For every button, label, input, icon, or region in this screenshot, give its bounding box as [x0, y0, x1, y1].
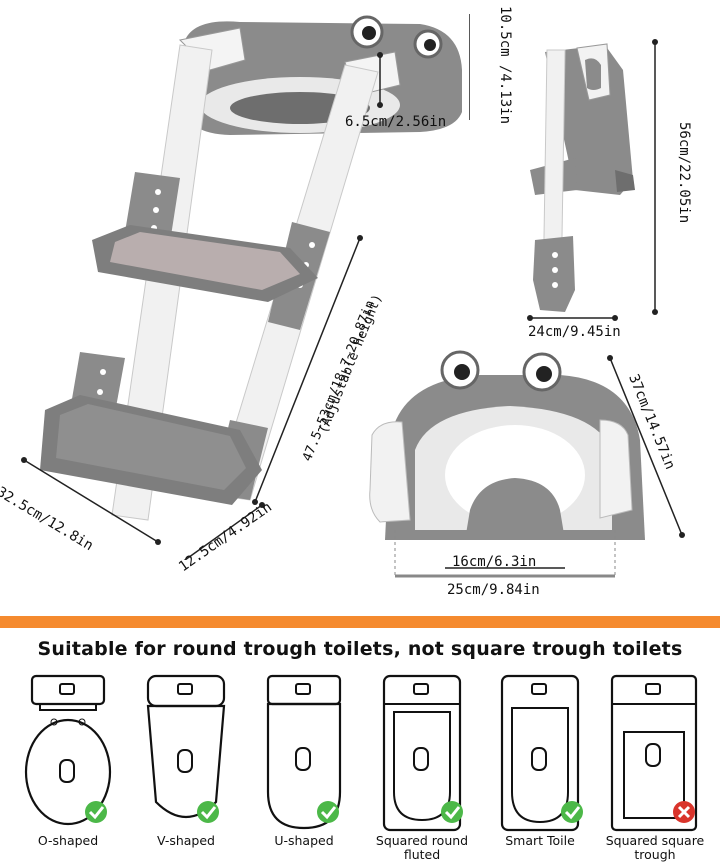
check-icon [85, 801, 107, 823]
main-ladder-illustration [21, 14, 470, 560]
toilet-squared-round-fluted-icon [382, 674, 463, 832]
side-depth-label: 24cm/9.45in [528, 324, 621, 340]
section-divider [0, 616, 720, 628]
toilet-o-shaped-icon [24, 674, 112, 826]
toilet-label-v-shaped: V-shaped [157, 833, 215, 848]
check-icon [317, 801, 339, 823]
compatibility-headline: Suitable for round trough toilets, not s… [37, 638, 683, 660]
check-icon [561, 801, 583, 823]
side-height-label: 56cm/22.05in [676, 122, 692, 224]
toilet-label-squared-square-trough: Squared square trough [605, 833, 705, 862]
toilet-squared-square-trough-icon [610, 674, 698, 832]
toilet-label-squared-round-fluted: Squared round fluted [375, 833, 469, 862]
seat-outer-label: 25cm/9.84in [447, 582, 540, 598]
side-view-illustration [527, 39, 658, 321]
check-icon [441, 801, 463, 823]
toilet-u-shaped-icon [266, 674, 342, 830]
lid-height-label: 10.5cm /4.13in [497, 6, 513, 125]
seat-gap-label: 6.5cm/2.56in [345, 114, 447, 130]
toilet-smart-icon [500, 674, 583, 832]
toilet-label-smart: Smart Toile [505, 833, 575, 848]
toilet-label-o-shaped: O-shaped [37, 833, 99, 848]
toilet-v-shaped-icon [146, 674, 226, 823]
toilet-label-u-shaped: U-shaped [274, 833, 334, 848]
seat-top-view-illustration [369, 350, 685, 578]
seat-inner-label: 16cm/6.3in [452, 554, 537, 570]
check-icon [197, 801, 219, 823]
